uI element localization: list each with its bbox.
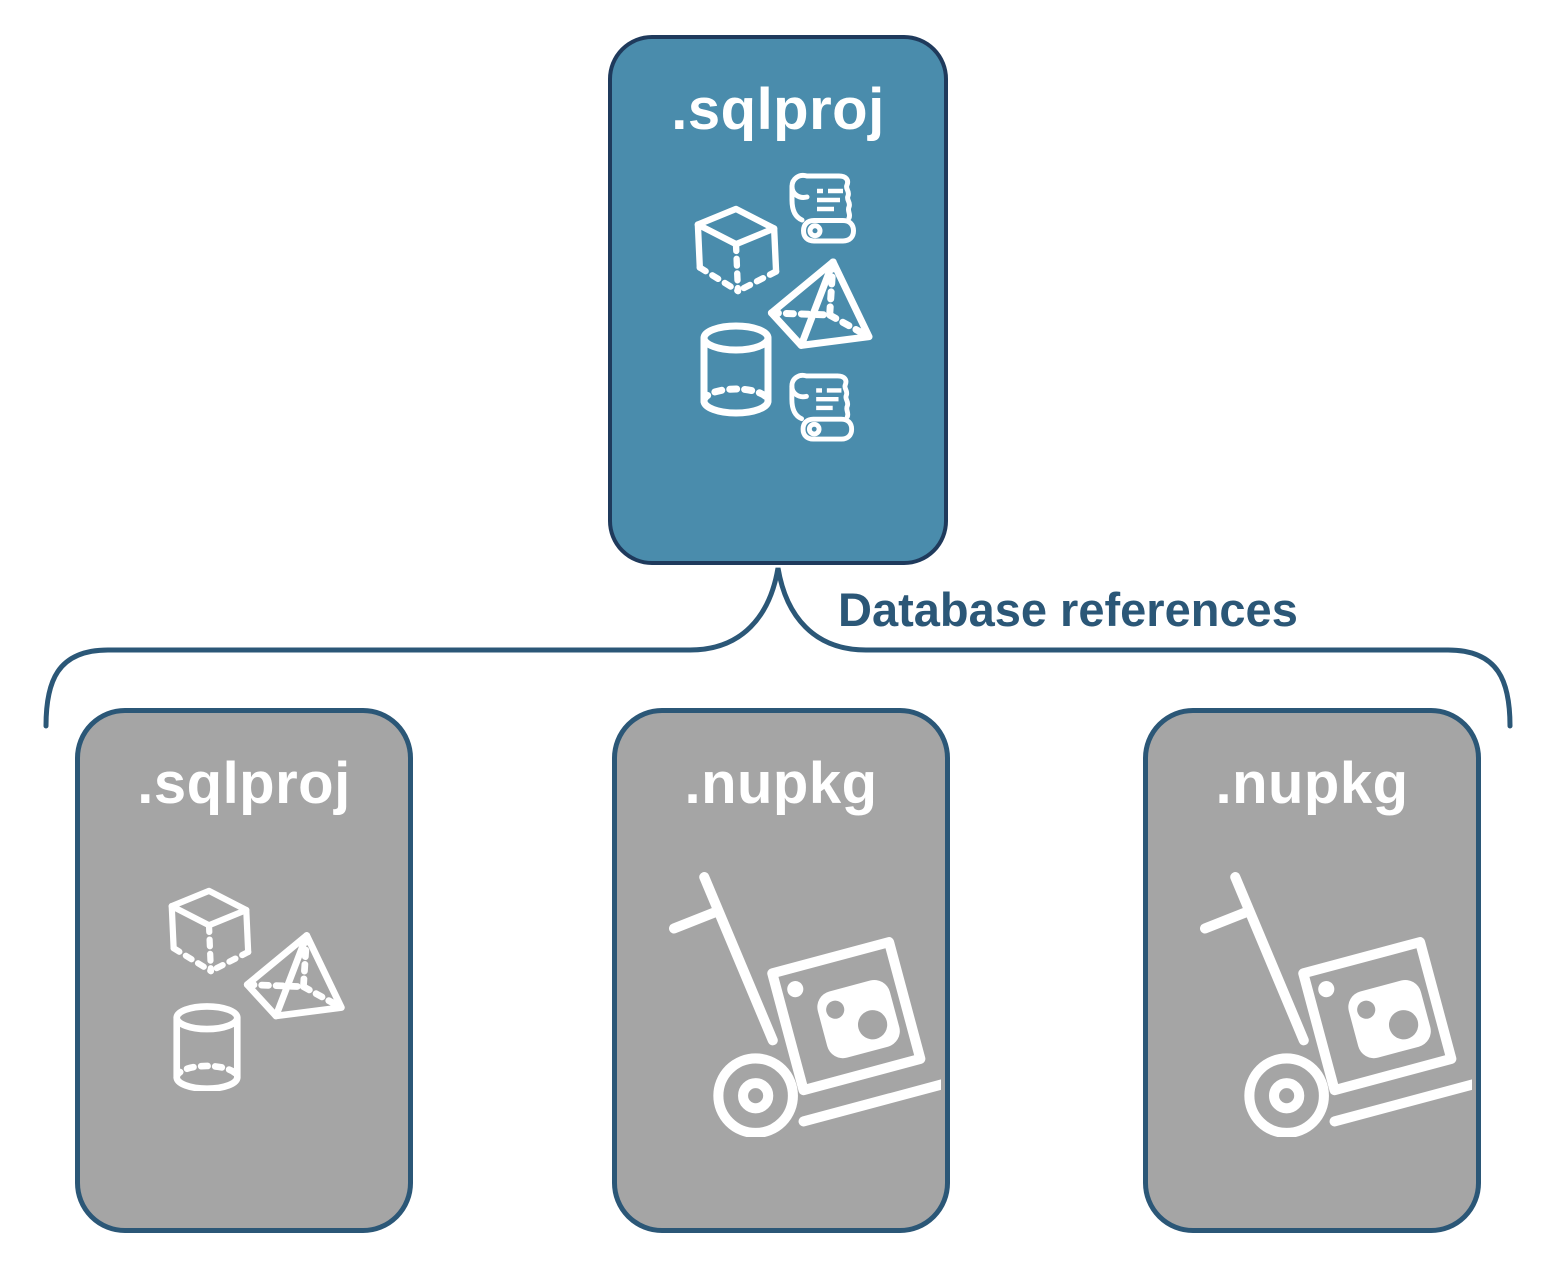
nuget-hand-truck-icon [1200,865,1472,1137]
database-references-label: Database references [838,583,1298,636]
cube-icon [698,209,776,291]
hand-truck-icon [674,877,941,1133]
child-box-label: .sqlproj [137,751,351,816]
scroll-icon [792,375,852,439]
root-box-sqlproj: .sqlproj [608,35,948,565]
sql-objects-icon-cluster [158,881,353,1091]
hand-truck-icon [1205,877,1472,1133]
brace-connector [43,567,1513,729]
cylinder-icon [704,326,768,413]
root-box-label: .sqlproj [671,77,885,142]
pyramid-icon [768,254,879,354]
cylinder-icon [177,1006,238,1088]
child-box-sqlproj: .sqlproj [75,708,413,1233]
child-box-label: .nupkg [684,751,878,816]
scroll-icon [792,175,854,241]
sql-objects-icon-cluster [687,167,887,457]
child-box-label: .nupkg [1215,751,1409,816]
child-box-nupkg-1: .nupkg [612,708,950,1233]
child-box-nupkg-2: .nupkg [1143,708,1481,1233]
cube-icon [172,891,248,971]
nuget-hand-truck-icon [669,865,941,1137]
pyramid-icon [243,928,350,1024]
